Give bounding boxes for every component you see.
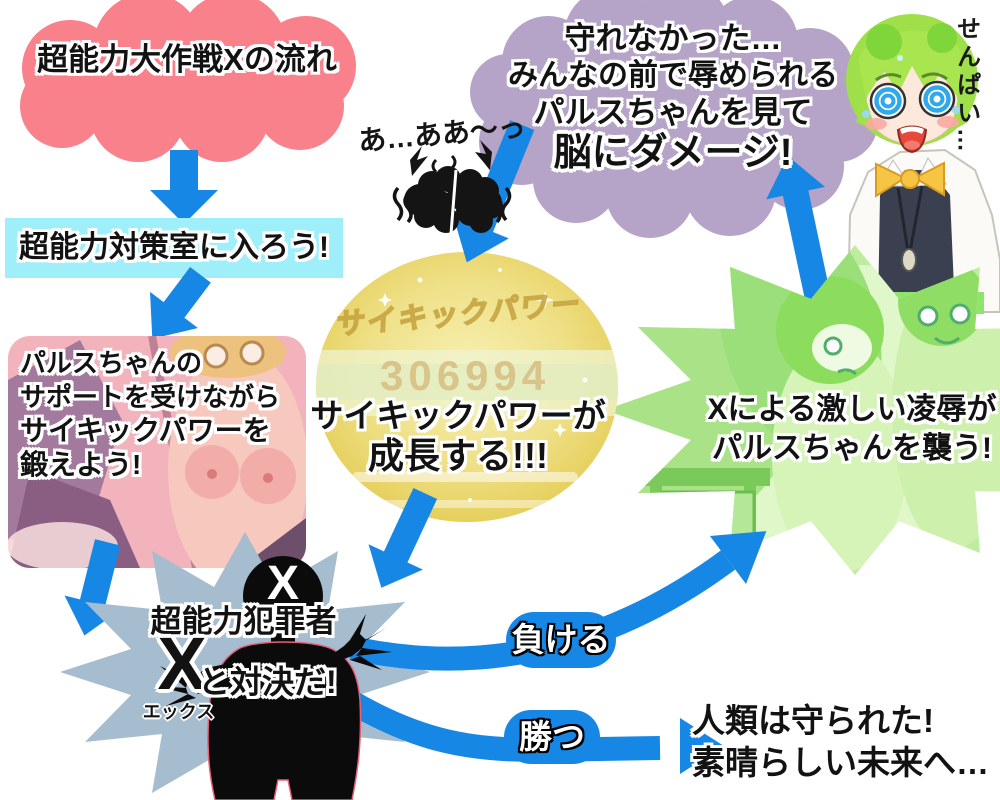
- villain-head-mark: X: [266, 557, 299, 610]
- power-caption-line-1: サイキックパワーが: [310, 397, 606, 434]
- battle-caption-suffix: と対決だ!: [198, 664, 337, 700]
- ending-line-2: 素晴らしい未来へ…: [692, 744, 989, 781]
- assault-line-2: パルスちゃんを襲う!: [712, 432, 992, 465]
- training-line-1: パルスちゃんの: [20, 348, 203, 378]
- page-title: 超能力大作戦Xの流れ: [37, 42, 337, 77]
- arrow-training-to-battle: [64, 539, 121, 636]
- assault-burst: [605, 245, 1000, 575]
- power-circle: [316, 252, 618, 522]
- power-meter-value: 306994: [380, 352, 551, 399]
- arrow-enter-to-training: [150, 267, 211, 339]
- title-cloud-shape: [20, 0, 356, 162]
- enter-room-box-shape: [5, 218, 343, 278]
- ending-line-1: 人類は守られた!: [692, 702, 934, 739]
- lose-pill: [506, 612, 616, 668]
- step-enter-room-label: 超能力対策室に入ろう!: [19, 231, 329, 264]
- assault-line-1: Xによる激しい凌辱が: [707, 393, 997, 426]
- power-growth-caption: サイキックパワーが 成長する!!!: [308, 396, 608, 476]
- battle-caption-line-1: 超能力犯罪者: [150, 604, 337, 639]
- assault-caption: Xによる激しい凌辱が パルスちゃんを襲う!: [652, 390, 1000, 468]
- power-caption-line-2: 成長する!!!: [368, 435, 548, 476]
- damage-line-3: パルスちゃんを見て: [533, 95, 813, 130]
- sparkles: [357, 268, 588, 502]
- senpai-text: せんぱい…: [952, 16, 980, 156]
- arrow-power-to-battle: [368, 488, 438, 588]
- brain-damage-cloud-shape: [470, 0, 878, 238]
- step-training-label: パルスちゃんの サポートを受けながら サイキックパワーを 鍛えよう!: [20, 346, 300, 482]
- damage-line-4: 脳にダメージ!: [553, 132, 793, 174]
- battle-x: X: [157, 622, 207, 705]
- brain-damage-caption: 守れなかった… みんなの前で辱められる パルスちゃんを見て 脳にダメージ!: [492, 20, 854, 172]
- damage-line-1: 守れなかった…: [564, 21, 782, 56]
- arrow-title-to-enter: [150, 150, 218, 224]
- win-label: 勝つ: [519, 718, 585, 755]
- training-line-4: 鍛えよう!: [20, 449, 142, 480]
- training-line-2: サポートを受けながら: [20, 382, 281, 412]
- villain-silhouette: [156, 556, 392, 800]
- trembling-brain-icon: [392, 140, 512, 235]
- lose-label: 負ける: [511, 621, 611, 658]
- arrow-assault-to-damage: [766, 155, 831, 302]
- ending-caption: 人類は守られた! 素晴らしい未来へ…: [692, 700, 997, 784]
- win-pill: [504, 710, 600, 764]
- training-line-3: サイキックパワーを: [20, 415, 271, 446]
- damage-line-2: みんなの前で辱められる: [508, 59, 838, 92]
- battle-x-furigana: エックス: [142, 702, 215, 722]
